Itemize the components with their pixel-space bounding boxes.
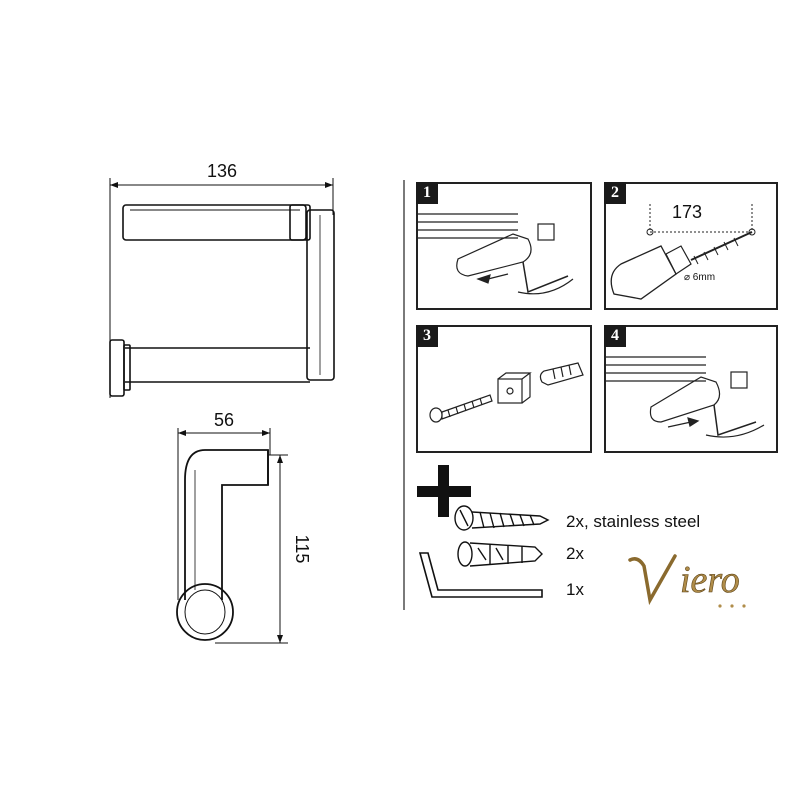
step-4-number: 4 (604, 325, 626, 347)
step-3-panel: 3 (416, 325, 592, 453)
step-2-illustration (610, 204, 756, 300)
holder-side-view (176, 449, 269, 641)
step-1-panel: 1 (416, 182, 592, 310)
step-3-illustration (429, 362, 584, 423)
height-dimension-label: 115 (292, 535, 312, 564)
width-dimension: 136 (109, 161, 334, 398)
width-dimension-label: 136 (207, 161, 237, 181)
viero-logo-graphic: iero (628, 554, 746, 608)
height-dimension: 115 (215, 454, 312, 644)
step-2-panel: 2 173 ⌀ 6mm (604, 182, 778, 310)
step-3-number: 3 (416, 325, 438, 347)
holder-front-view (109, 204, 335, 397)
screws-quantity: 2x, stainless steel (566, 512, 701, 531)
step-1-illustration (418, 213, 574, 295)
depth-dimension: 56 (177, 410, 271, 600)
step-4-panel: 4 (604, 325, 778, 453)
step-1-number: 1 (416, 182, 438, 204)
hole-spacing-label: 173 (672, 202, 703, 222)
step-2-number: 2 (604, 182, 626, 204)
allen-key-quantity: 1x (566, 580, 584, 599)
depth-dimension-label: 56 (214, 410, 234, 430)
step-4-illustration (606, 356, 765, 438)
wall-plugs-quantity: 2x (566, 544, 584, 563)
svg-text:iero: iero (680, 559, 740, 601)
drill-size-label: ⌀ 6mm (684, 272, 716, 283)
viero-logo: iero (620, 548, 770, 618)
